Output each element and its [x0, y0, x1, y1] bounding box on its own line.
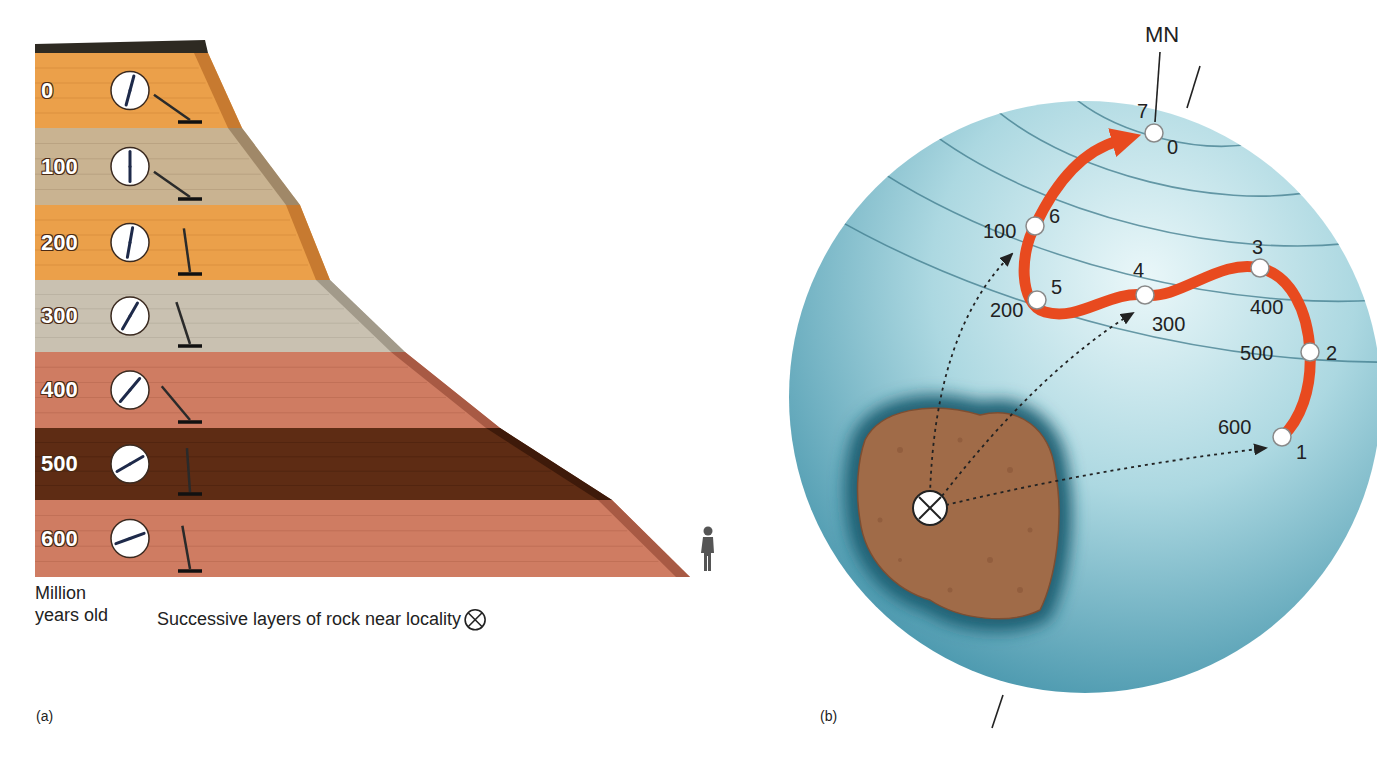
- compass: [111, 224, 149, 262]
- dip-base: [178, 120, 202, 124]
- age-number: 600: [1218, 415, 1251, 439]
- rock-layer: 600: [35, 500, 690, 577]
- age-number: 400: [1250, 295, 1283, 319]
- compass: [111, 297, 149, 335]
- compass: [111, 148, 149, 186]
- layer-shape: [35, 428, 612, 500]
- dotted-arrows: [930, 254, 1266, 505]
- age-label: 400: [41, 377, 78, 403]
- rock-layer: 300: [35, 280, 405, 352]
- rock-layer: 200: [35, 205, 330, 280]
- locality-symbol: [913, 491, 947, 525]
- layer-shape: [35, 352, 500, 428]
- age-label: 0: [41, 78, 53, 104]
- point-number: 3: [1252, 235, 1263, 259]
- globe: [789, 101, 1377, 693]
- axis-line: [1187, 66, 1200, 108]
- age-number: 100: [983, 219, 1016, 243]
- dip-needle: [154, 172, 190, 197]
- age-label: 200: [41, 230, 78, 256]
- continent: [858, 408, 1060, 619]
- continent-shadow: [858, 408, 1060, 619]
- pole-points: [1026, 124, 1319, 446]
- age-label: 100: [41, 154, 78, 180]
- axis-caption: Million years old: [35, 583, 125, 626]
- point-number: 6: [1049, 204, 1060, 228]
- dip-needle: [176, 302, 190, 344]
- leader-line: [1155, 52, 1160, 122]
- point-number: 4: [1133, 258, 1144, 282]
- rock-layer: 500: [35, 428, 612, 500]
- dip-needle: [154, 95, 190, 120]
- latitude-lines: [570, 0, 1377, 463]
- rock-layer: 0: [35, 53, 242, 128]
- point-number: 1: [1296, 440, 1307, 464]
- compass: [111, 520, 149, 558]
- dip-base: [178, 197, 202, 201]
- compass: [111, 72, 149, 110]
- layer-shape: [35, 205, 330, 280]
- panel-label: (a): [36, 708, 53, 725]
- continent-texture: [878, 438, 1033, 594]
- age-number: 500: [1240, 341, 1273, 365]
- dip-needle: [182, 526, 190, 569]
- age-label: 600: [41, 526, 78, 552]
- compass: [111, 371, 149, 409]
- polar-wander-path: [1024, 141, 1310, 437]
- rock-layer: 100: [35, 128, 300, 205]
- dip-needle: [187, 448, 190, 492]
- locality-symbol: [465, 610, 485, 630]
- point-number: 7: [1137, 99, 1148, 123]
- panel-label: (b): [820, 708, 837, 725]
- rock-layer: 400: [35, 352, 500, 428]
- dip-base: [178, 272, 202, 276]
- age-number: 300: [1152, 312, 1185, 336]
- dip-needle: [184, 228, 190, 272]
- dip-base: [178, 569, 202, 573]
- top-soil: [35, 40, 208, 53]
- dip-base: [178, 420, 202, 424]
- age-label: 500: [41, 451, 78, 477]
- layer-shape: [35, 53, 242, 128]
- axis-line: [992, 695, 1003, 728]
- person-silhouette: [701, 527, 714, 572]
- layer-shape: [35, 280, 405, 352]
- age-number: 0: [1167, 135, 1178, 159]
- layer-shape: [35, 500, 690, 577]
- dip-base: [178, 492, 202, 496]
- caption: Successive layers of rock near locality: [157, 609, 461, 631]
- pole-label: MN: [1145, 22, 1179, 48]
- age-number: 200: [990, 298, 1023, 322]
- dip-base: [178, 344, 202, 348]
- age-label: 300: [41, 303, 78, 329]
- compass: [111, 445, 149, 483]
- point-number: 5: [1051, 275, 1062, 299]
- dip-needle: [162, 386, 190, 420]
- point-number: 2: [1326, 341, 1337, 365]
